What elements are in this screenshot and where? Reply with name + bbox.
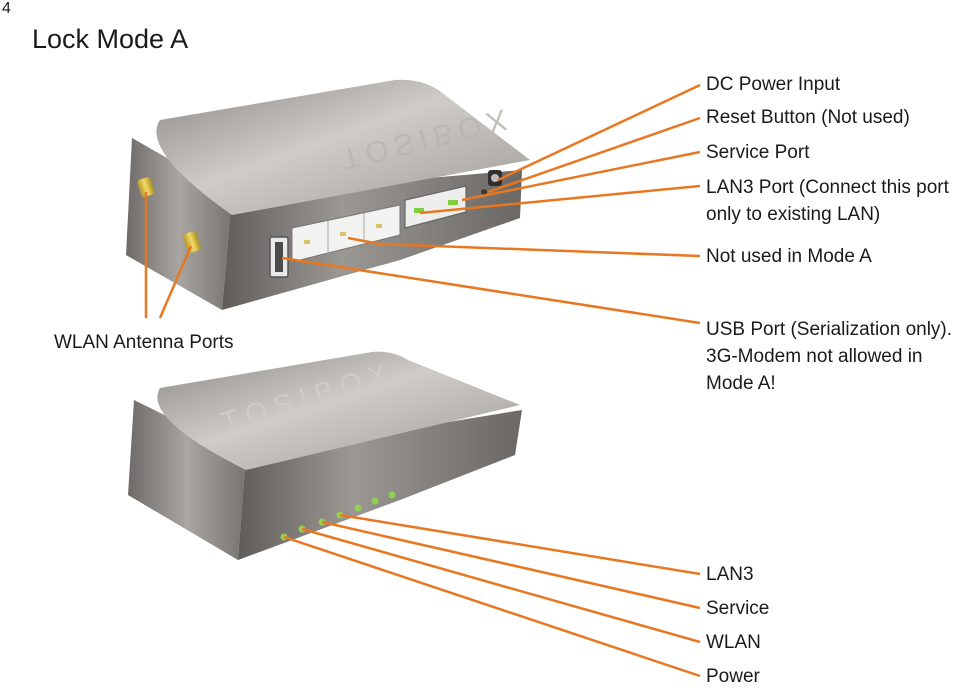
device-front-top: [157, 351, 520, 470]
callout-not-used: [347, 236, 701, 258]
device-front-view: TOSIBOX: [128, 351, 522, 560]
callout-usb-port: [281, 256, 701, 325]
callout-lines: [144, 83, 701, 678]
label-led-wlan: WLAN: [706, 632, 761, 653]
callout-lan3-port: [419, 184, 701, 215]
page-title: Lock Mode A: [32, 24, 189, 54]
callout-antenna-2: [158, 245, 193, 319]
callout-dc-power: [497, 83, 701, 182]
callout-led-wlan: [301, 527, 701, 644]
callout-service-port: [461, 150, 701, 202]
lan3-port-led: [448, 200, 458, 205]
label-led-lan3: LAN3: [706, 564, 754, 585]
label-usb-port-line3: Mode A!: [706, 373, 776, 394]
lan-port-led: [340, 232, 346, 236]
page-number: 4: [2, 0, 11, 17]
wlan-antenna-port-2: [183, 231, 201, 253]
device-front-left-side: [128, 400, 246, 560]
lan-port-led: [376, 224, 382, 228]
label-led-power: Power: [706, 666, 760, 687]
reset-button: [481, 189, 487, 195]
label-dc-power-input: DC Power Input: [706, 74, 841, 95]
led-lan: [354, 504, 362, 512]
label-led-service: Service: [706, 598, 770, 619]
label-wlan-antenna-ports: WLAN Antenna Ports: [54, 332, 234, 353]
led-lan: [388, 491, 396, 499]
callout-led-lan3: [339, 513, 701, 576]
label-usb-port-line2: 3G-Modem not allowed in: [706, 346, 923, 367]
device-back-top: [156, 79, 530, 215]
label-usb-port-line1: USB Port (Serialization only).: [706, 319, 953, 340]
label-reset-button: Reset Button (Not used): [706, 107, 910, 128]
label-service-port: Service Port: [706, 142, 810, 163]
label-not-used: Not used in Mode A: [706, 246, 872, 267]
callout-led-service: [321, 520, 701, 610]
label-lan3-port-line2: only to existing LAN): [706, 204, 881, 225]
dc-power-jack-pin: [491, 174, 499, 182]
lan3-port-led: [414, 208, 424, 213]
led-lan: [371, 497, 379, 505]
lan3-port: [404, 185, 467, 229]
label-lan3-port-line1: LAN3 Port (Connect this port: [706, 177, 949, 198]
usb-port-slot: [275, 242, 283, 272]
device-back-view: TOSIBOX: [126, 79, 530, 310]
callout-led-power: [283, 535, 701, 678]
lan-port-led: [304, 240, 310, 244]
wlan-antenna-port-1: [137, 177, 155, 197]
callout-reset: [487, 116, 701, 194]
